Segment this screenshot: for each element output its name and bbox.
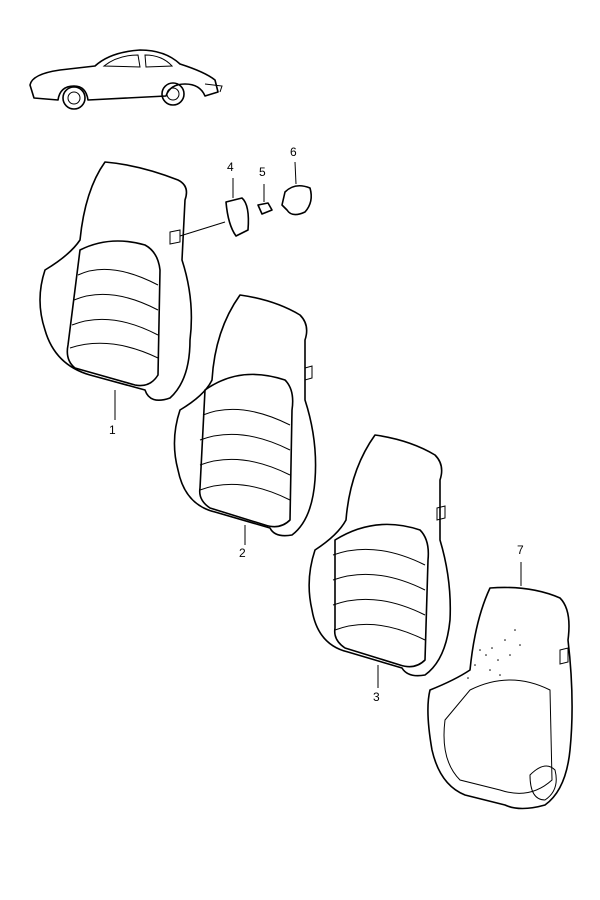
callout-7: 7	[517, 543, 524, 557]
seat-backrest-frame-7	[427, 562, 573, 810]
seat-backrest-cover-1	[39, 161, 226, 420]
seat-backrest-cover-2	[173, 294, 317, 545]
callout-5: 5	[259, 165, 266, 179]
car-illustration	[29, 49, 223, 110]
seat-backrest-cover-3	[308, 434, 452, 688]
callout-3: 3	[373, 690, 380, 704]
callout-4: 4	[227, 160, 234, 174]
small-parts	[225, 161, 312, 237]
callout-2: 2	[239, 546, 246, 560]
callout-1: 1	[109, 423, 116, 437]
callout-6: 6	[290, 145, 297, 159]
